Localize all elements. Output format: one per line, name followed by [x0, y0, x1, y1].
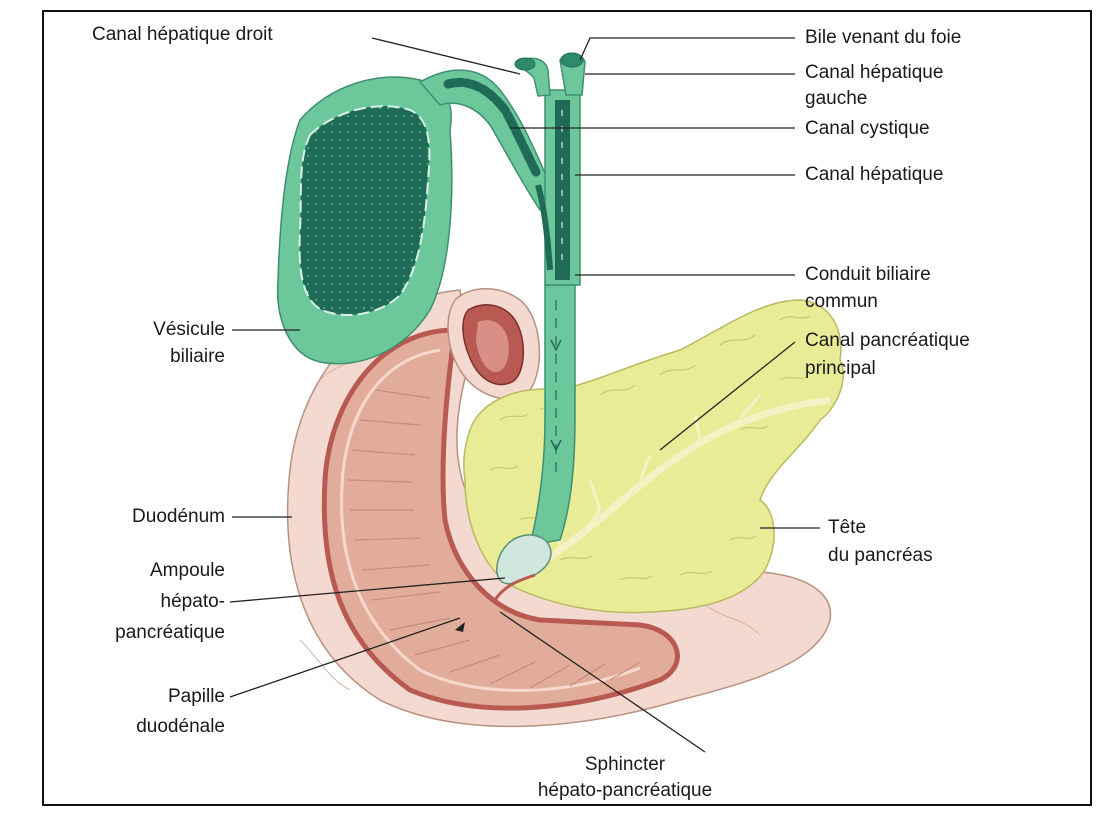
label-ampoule-line3: pancréatique: [60, 620, 225, 646]
label-duodenum: Duodénum: [60, 504, 225, 530]
label-ampoule-line2: hépato-: [60, 589, 225, 615]
label-vesicule-biliaire-line2: biliaire: [100, 344, 225, 370]
label-canal-hepatique-gauche-line1: Canal hépatique: [805, 60, 943, 86]
label-canal-hepatique-gauche-line2: gauche: [805, 86, 867, 112]
label-canal-cystique: Canal cystique: [805, 116, 930, 142]
label-conduit-biliaire-commun-line2: commun: [805, 289, 878, 315]
label-papille-line1: Papille: [60, 684, 225, 710]
label-tete-du-pancreas-line1: Tête: [828, 515, 866, 541]
label-bile-venant-du-foie: Bile venant du foie: [805, 25, 961, 51]
label-canal-hepatique: Canal hépatique: [805, 162, 943, 188]
label-conduit-biliaire-commun-line1: Conduit biliaire: [805, 262, 931, 288]
label-sphincter-line1: Sphincter: [470, 752, 780, 778]
label-papille-line2: duodénale: [60, 714, 225, 740]
label-tete-du-pancreas-line2: du pancréas: [828, 543, 933, 569]
label-canal-pancreatique-principal-line2: principal: [805, 356, 876, 382]
label-canal-hepatique-droit: Canal hépatique droit: [92, 22, 273, 48]
label-ampoule-line1: Ampoule: [60, 558, 225, 584]
label-vesicule-biliaire-line1: Vésicule: [100, 317, 225, 343]
label-sphincter-line2: hépato-pancréatique: [470, 778, 780, 804]
label-canal-pancreatique-principal-line1: Canal pancréatique: [805, 328, 970, 354]
